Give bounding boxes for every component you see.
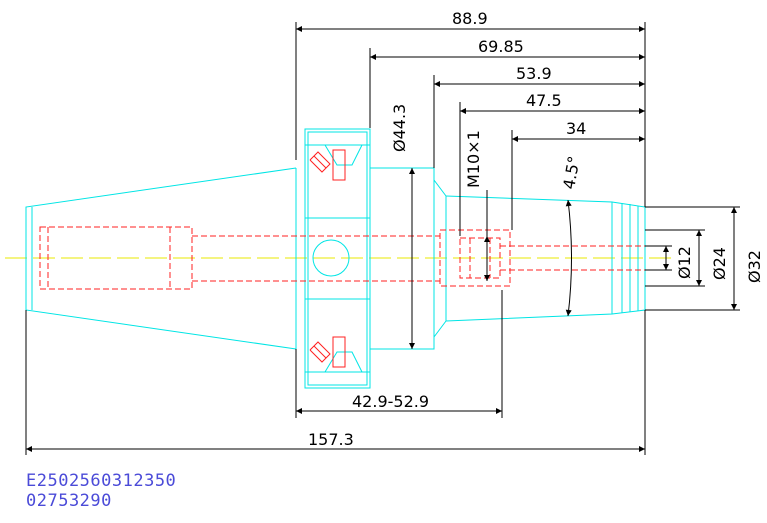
retention-keys — [309, 149, 346, 368]
dim-47-5: 47.5 — [526, 91, 562, 110]
dim-diameter-32: Ø32 — [745, 250, 764, 283]
part-code-line1: E2502560312350 — [26, 471, 177, 491]
part-code-line2: 02753290 — [26, 491, 112, 511]
hidden-bore — [39, 226, 645, 290]
dim-total-157-3: 157.3 — [308, 430, 354, 449]
dim-thread-m10x1: M10×1 — [464, 130, 483, 188]
dim-range-42-9-52-9: 42.9-52.9 — [352, 392, 429, 411]
dim-69-85: 69.85 — [478, 37, 524, 56]
dim-diameter-44-3: Ø44.3 — [390, 104, 409, 152]
dim-diameter-24: Ø24 — [710, 247, 729, 280]
dimension-lines — [25, 22, 740, 455]
dim-taper-angle: 4.5° — [559, 154, 584, 190]
dim-88-9: 88.9 — [452, 9, 488, 28]
part-codes: E2502560312350 02753290 — [26, 471, 176, 511]
dim-53-9: 53.9 — [516, 64, 552, 83]
dim-34: 34 — [566, 119, 586, 138]
dim-diameter-12: Ø12 — [675, 246, 694, 279]
